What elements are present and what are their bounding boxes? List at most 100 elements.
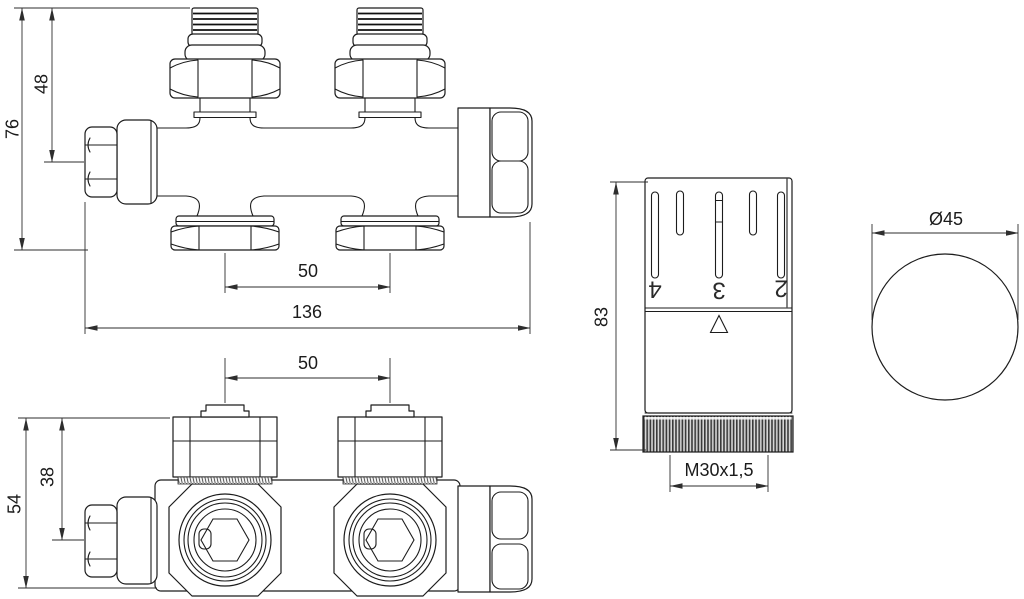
dial-slot-ticks bbox=[714, 199, 724, 223]
valve-side-view: 76 48 50 136 bbox=[2, 7, 533, 334]
hex-socket bbox=[365, 518, 415, 562]
hex-nut-faces bbox=[84, 515, 118, 567]
fitting-faces bbox=[172, 416, 278, 478]
plug-face-bottom bbox=[491, 160, 529, 214]
fitting-cap bbox=[365, 404, 415, 418]
union-neck bbox=[185, 195, 265, 217]
hex-nut-faces bbox=[84, 137, 118, 187]
ring-2 bbox=[183, 498, 267, 582]
compression-fitting-left bbox=[172, 404, 278, 485]
knob-circle bbox=[871, 253, 1019, 401]
union-nut-faces bbox=[169, 59, 281, 98]
union-nut-faces bbox=[334, 59, 446, 98]
union-nut-faces bbox=[335, 225, 445, 251]
union-neck bbox=[350, 97, 430, 129]
dial-slot-long bbox=[650, 191, 660, 279]
valve-bottom-view: 50 54 38 bbox=[4, 353, 533, 597]
dial-number-3: 3 bbox=[712, 277, 725, 304]
plug-cylinder bbox=[457, 485, 491, 593]
ring-3 bbox=[352, 502, 428, 578]
left-end-cap bbox=[84, 119, 158, 205]
head-separation-lines bbox=[644, 307, 793, 313]
dim-label: 50 bbox=[298, 261, 318, 281]
head-index-triangle bbox=[709, 314, 729, 334]
union-nut-faces bbox=[170, 225, 280, 251]
bottom-union-right bbox=[335, 195, 445, 251]
right-end-plug bbox=[457, 485, 533, 593]
ring-outer bbox=[178, 493, 272, 587]
thread-band bbox=[342, 476, 438, 485]
thermostatic-head-view: 4 3 2 83 M30x1,5 bbox=[591, 177, 794, 492]
extension-lines bbox=[84, 202, 531, 334]
head-dial-numbers: 4 3 2 bbox=[648, 275, 787, 304]
extension-lines bbox=[14, 7, 190, 251]
port-opening-right bbox=[343, 493, 437, 587]
dim-label: 136 bbox=[292, 302, 322, 322]
union-neck bbox=[185, 97, 265, 129]
ring-outer bbox=[343, 493, 437, 587]
extension-lines bbox=[18, 417, 170, 589]
plug-cylinder bbox=[457, 107, 491, 218]
dim-upper-height-38: 38 bbox=[37, 418, 84, 541]
valve-body-tube bbox=[156, 127, 459, 197]
right-end-plug bbox=[457, 107, 533, 218]
dim-label: 38 bbox=[37, 467, 57, 487]
dim-label: 48 bbox=[31, 74, 51, 94]
dim-overall-height-54: 54 bbox=[4, 417, 170, 589]
dim-port-spacing-50-top: 50 bbox=[224, 253, 391, 293]
union-nut bbox=[170, 225, 280, 251]
knurl-highlight bbox=[644, 417, 792, 420]
dial-slot-long bbox=[714, 191, 724, 279]
dial-slot-short bbox=[675, 190, 685, 236]
dim-head-height-83: 83 bbox=[591, 181, 648, 451]
male-thread bbox=[191, 7, 259, 36]
union-nut bbox=[169, 58, 281, 99]
plug-face-top bbox=[491, 491, 529, 540]
head-knurled-ring bbox=[642, 415, 794, 453]
dial-slot-short bbox=[748, 190, 758, 236]
male-thread bbox=[356, 7, 424, 36]
fitting-body bbox=[172, 416, 278, 478]
dim-port-spacing-50-bottom: 50 bbox=[224, 353, 391, 403]
bottom-union-left bbox=[170, 195, 280, 251]
ring-4 bbox=[358, 508, 422, 572]
fitting-body bbox=[337, 416, 443, 478]
left-end-cap bbox=[84, 496, 158, 585]
socket-slot bbox=[198, 528, 212, 550]
top-union-left bbox=[169, 7, 281, 129]
dim-label: 83 bbox=[591, 307, 611, 327]
dim-upper-height-48: 48 bbox=[31, 8, 84, 163]
dim-label: 76 bbox=[2, 119, 22, 139]
dim-label: Ø45 bbox=[929, 209, 963, 229]
top-union-right bbox=[334, 7, 446, 129]
port-opening-left bbox=[178, 493, 272, 587]
ring-3 bbox=[187, 502, 263, 578]
dim-label: 54 bbox=[4, 494, 24, 514]
plug-hex bbox=[489, 107, 533, 218]
union-neck bbox=[350, 195, 430, 217]
thread-band bbox=[177, 476, 273, 485]
hex-socket bbox=[200, 518, 250, 562]
dial-number-2: 2 bbox=[774, 275, 787, 302]
thread-lines bbox=[358, 12, 422, 31]
dim-knob-diameter-45: Ø45 bbox=[871, 209, 1019, 320]
thread-lines bbox=[193, 12, 257, 31]
dial-number-4: 4 bbox=[648, 276, 661, 303]
knob-top-view: Ø45 bbox=[871, 209, 1019, 401]
dial-slot-long bbox=[776, 191, 786, 279]
ring-2 bbox=[348, 498, 432, 582]
dim-label: 50 bbox=[298, 353, 318, 373]
socket-slot bbox=[363, 528, 377, 550]
dim-head-thread-m30: M30x1,5 bbox=[669, 455, 769, 492]
union-nut bbox=[334, 58, 446, 99]
ring-4 bbox=[193, 508, 257, 572]
compression-fitting-right bbox=[337, 404, 443, 485]
union-nut bbox=[335, 225, 445, 251]
fitting-faces bbox=[337, 416, 443, 478]
fitting-cap bbox=[200, 404, 250, 418]
head-dial-slots bbox=[650, 190, 786, 279]
dim-overall-height-76: 76 bbox=[2, 7, 190, 251]
extension-lines bbox=[871, 224, 1019, 320]
